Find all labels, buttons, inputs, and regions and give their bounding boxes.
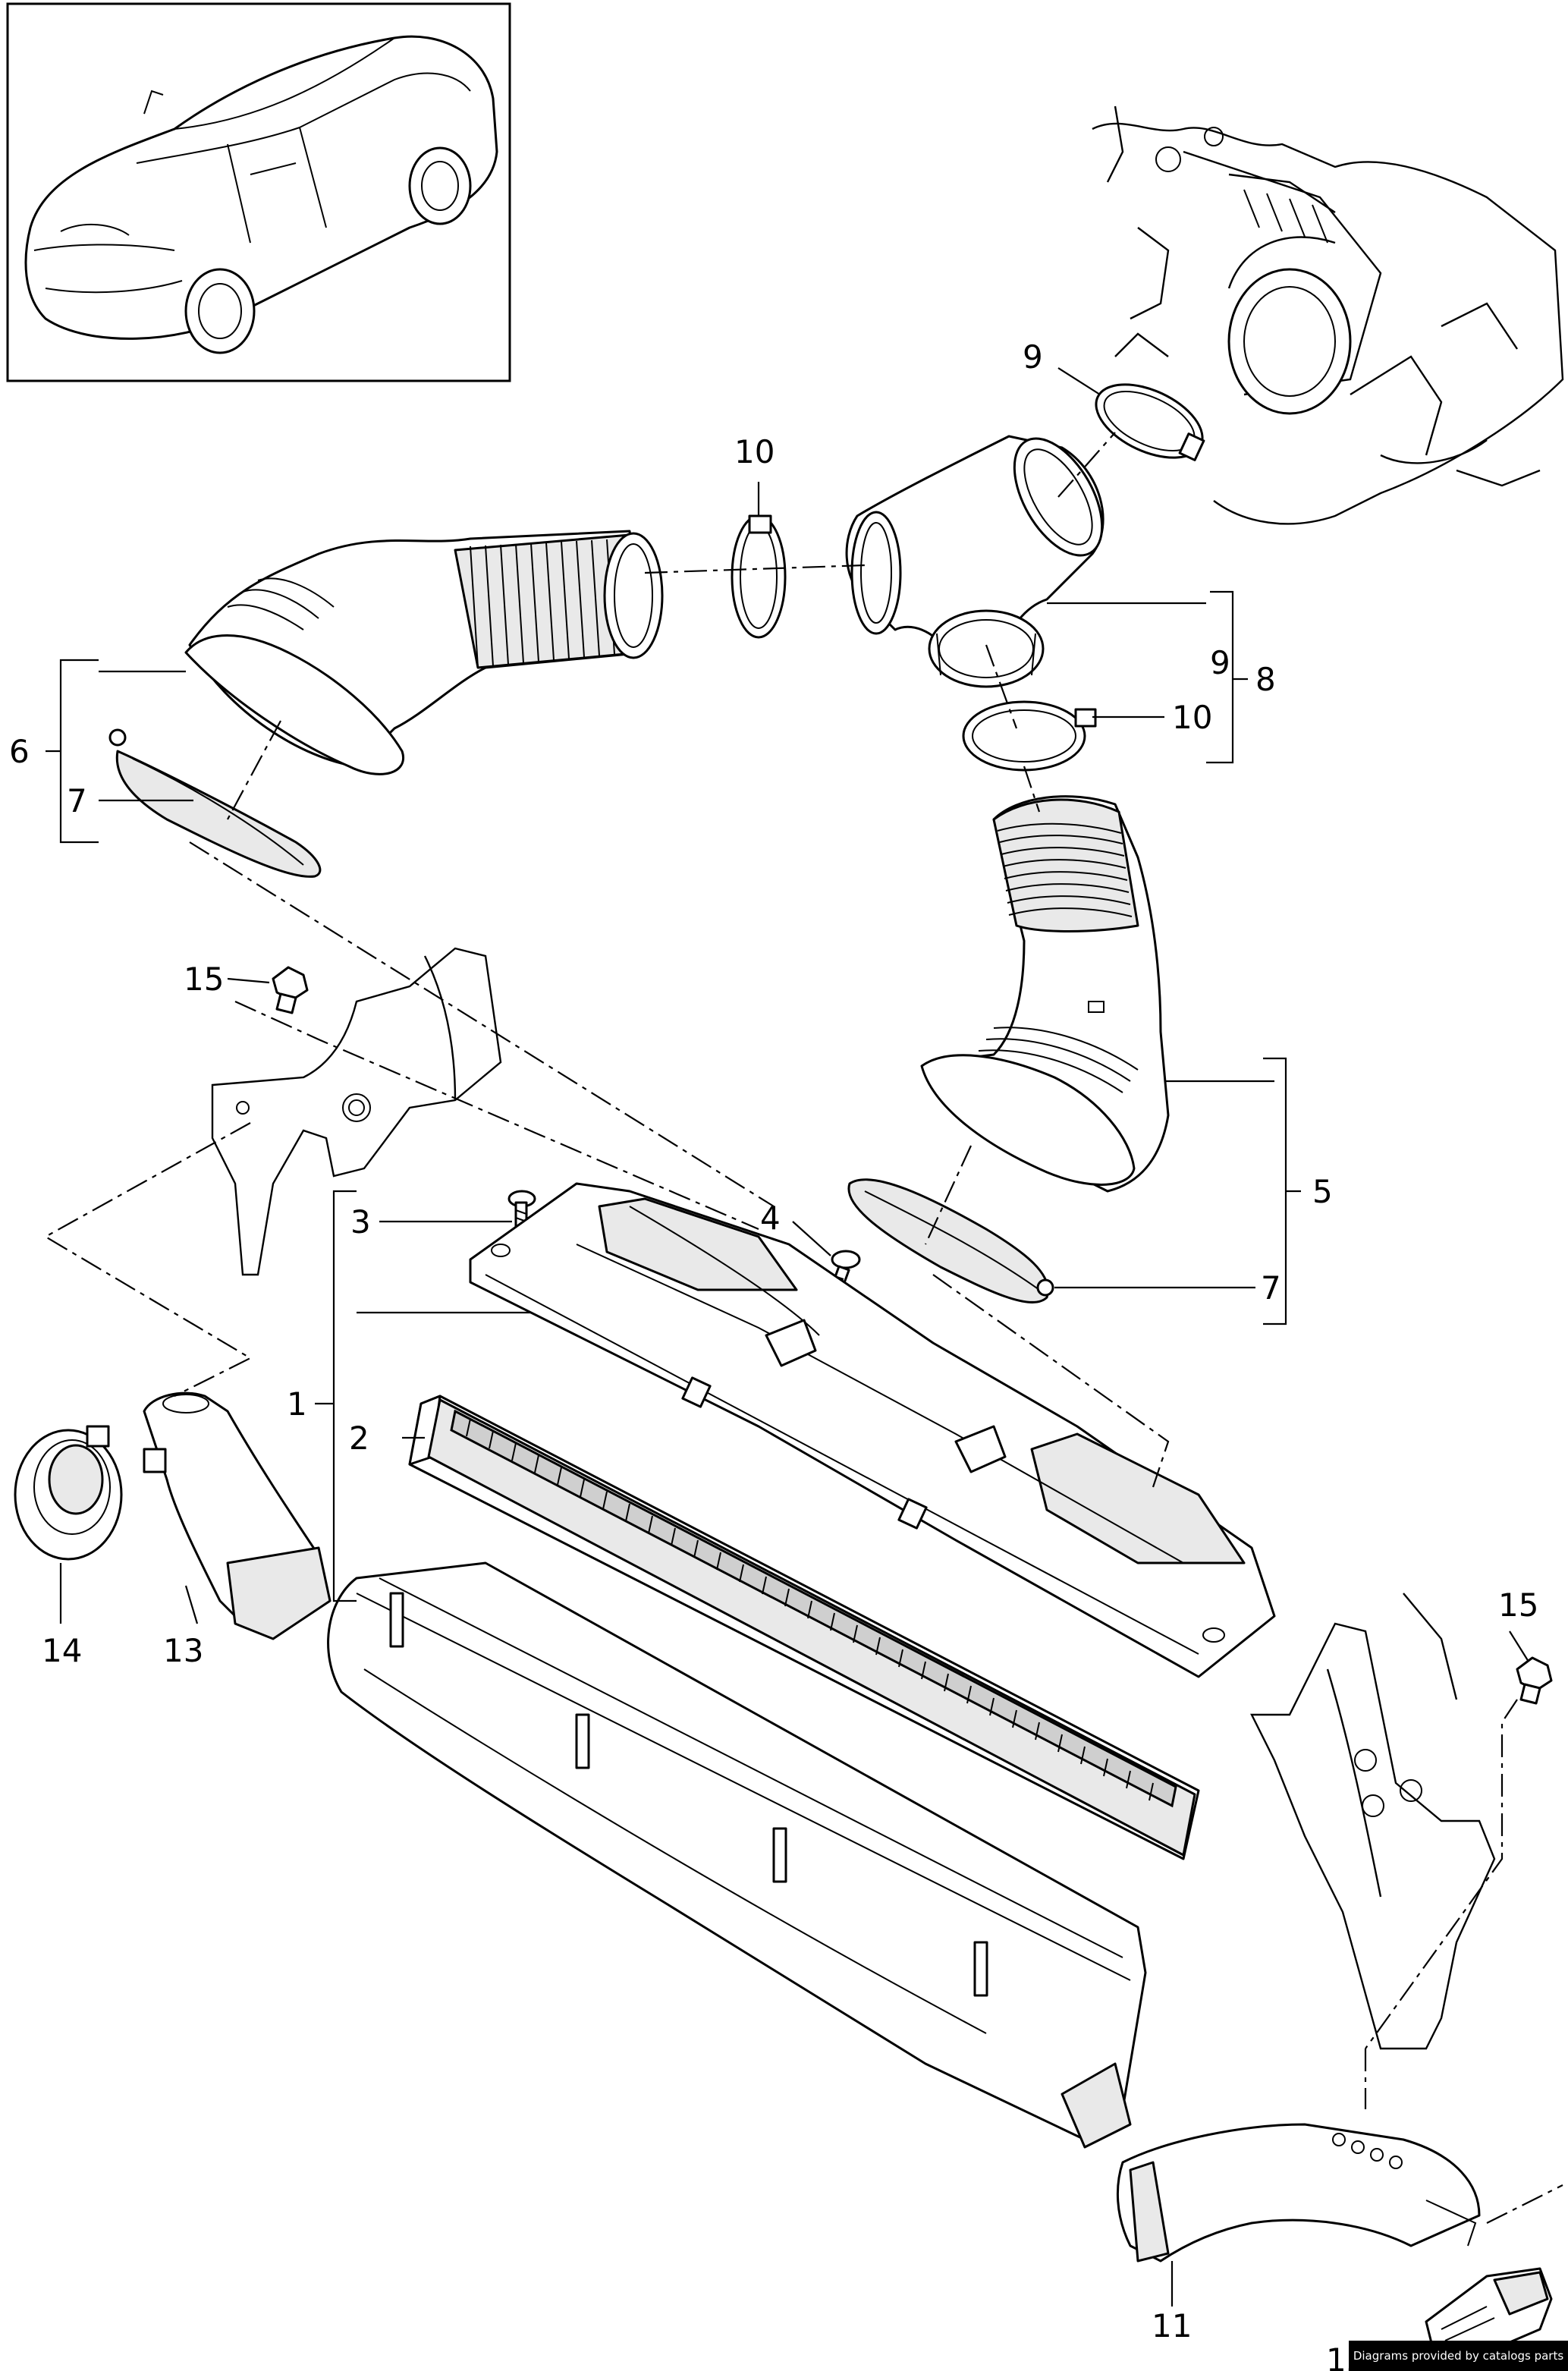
callout-brackets xyxy=(46,590,1301,1602)
callout-15-upper: 15 xyxy=(184,961,224,998)
vehicle-thumbnail xyxy=(6,2,511,382)
alignment-lines xyxy=(43,432,1563,2224)
car-illustration xyxy=(24,35,498,354)
callout-7-left: 7 xyxy=(67,782,87,819)
air-box-lower-housing xyxy=(327,1561,1147,2149)
callout-10-top: 10 xyxy=(734,433,775,470)
callout-4: 4 xyxy=(760,1200,781,1237)
intake-hose-right xyxy=(920,795,1170,1193)
intake-elbow-connector xyxy=(845,435,1105,688)
credit-banner xyxy=(1349,2341,1568,2371)
hose-clamp-center xyxy=(731,514,787,639)
seal-left xyxy=(108,728,322,878)
callout-11: 11 xyxy=(1152,2307,1192,2344)
callout-10-bracket: 10 xyxy=(1172,699,1212,736)
callout-5: 5 xyxy=(1312,1173,1333,1210)
callout-2: 2 xyxy=(349,1420,369,1457)
callout-8: 8 xyxy=(1255,661,1276,698)
hose-clamp-upper xyxy=(1095,383,1205,461)
callout-labels: 1 2 3 4 5 6 7 7 8 9 9 10 10 11 12 13 14 … xyxy=(9,338,1538,2371)
leader-lines xyxy=(59,367,1529,2307)
body-bracket-left xyxy=(211,947,502,1276)
seal-right xyxy=(847,1178,1054,1303)
intake-hose-left xyxy=(184,530,664,775)
air-filter-element xyxy=(408,1395,1200,1860)
engine-throttle-body xyxy=(1092,105,1564,525)
clip-upper xyxy=(272,966,309,1014)
callout-13: 13 xyxy=(163,1632,203,1669)
callout-7-right: 7 xyxy=(1261,1269,1281,1307)
callout-6: 6 xyxy=(9,733,30,770)
callout-15-lower: 15 xyxy=(1498,1586,1538,1624)
callout-1: 1 xyxy=(287,1385,307,1423)
hose-clamp-lower xyxy=(962,700,1097,772)
air-box-upper-housing xyxy=(469,1182,1276,1678)
grommet-14 xyxy=(14,1425,123,1561)
callout-9-top: 9 xyxy=(1023,338,1043,376)
intake-duct-12 xyxy=(1425,2267,1553,2354)
credit-text: Diagrams provided by catalogs parts xyxy=(1353,2349,1564,2363)
callout-9-bracket: 9 xyxy=(1210,644,1230,681)
intake-duct-13 xyxy=(143,1391,332,1640)
callout-14: 14 xyxy=(42,1632,82,1669)
callout-3: 3 xyxy=(350,1203,371,1241)
clip-lower xyxy=(1516,1656,1553,1705)
intake-duct-11 xyxy=(1117,2123,1481,2263)
body-bracket-right xyxy=(1250,1593,1496,2050)
